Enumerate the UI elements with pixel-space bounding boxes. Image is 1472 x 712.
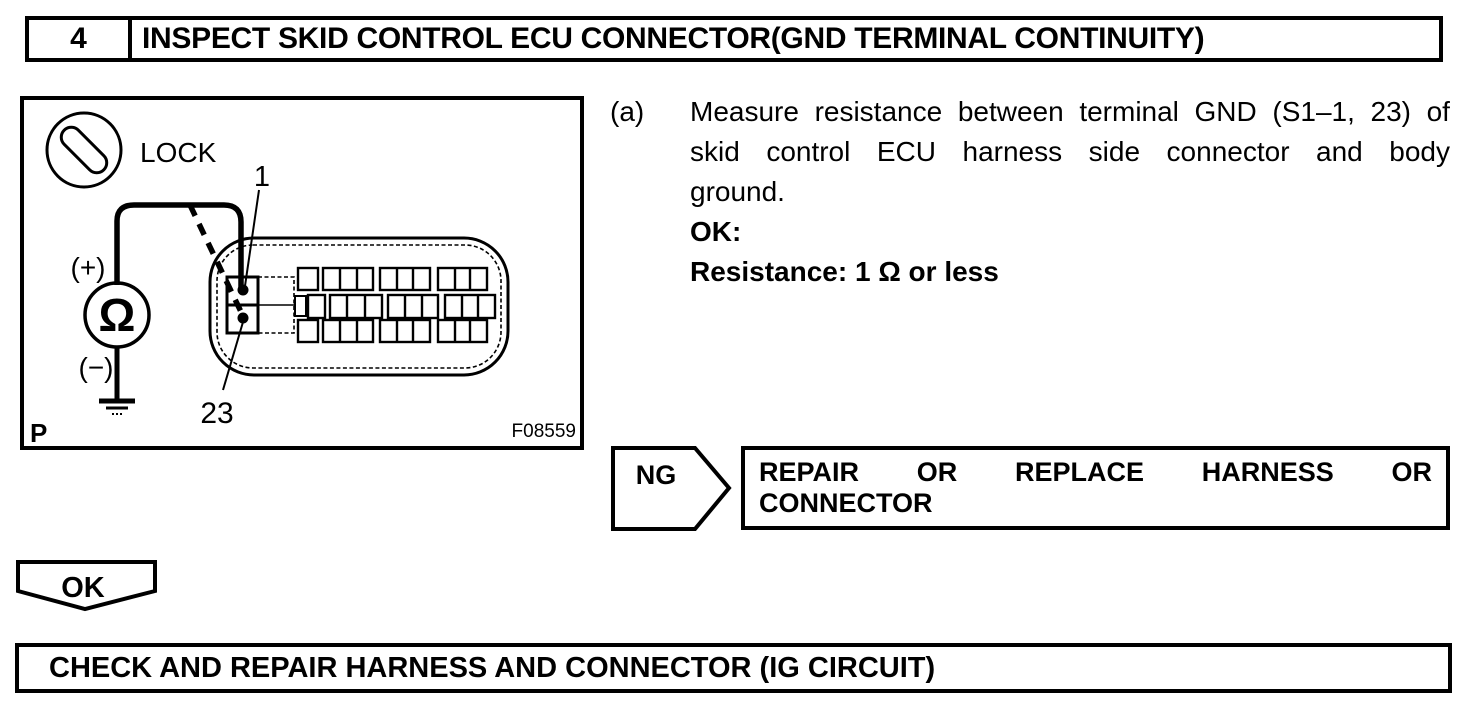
terminal-23-label: 23: [200, 397, 233, 430]
lock-label: LOCK: [140, 137, 217, 168]
ng-label: NG: [636, 460, 677, 490]
instruction-marker: (a): [610, 96, 645, 127]
probe-wire: [114, 202, 244, 289]
ok-arrow: OK: [16, 560, 157, 612]
ng-action-line-2: CONNECTOR: [759, 488, 933, 518]
terminal-grid: [294, 266, 497, 344]
ng-arrow: NG: [611, 446, 732, 531]
figure-diagram: LOCK (+) Ω (−): [20, 96, 584, 450]
step-title: INSPECT SKID CONTROL ECU CONNECTOR(GND T…: [142, 22, 1205, 55]
figure-code: F08559: [512, 421, 576, 442]
figure-corner-marker: P: [30, 418, 47, 446]
step-number: 4: [29, 20, 132, 58]
terminal-1-label: 1: [254, 161, 270, 193]
gnd-terminal-cells: [225, 275, 295, 335]
ohm-symbol: Ω: [99, 289, 136, 341]
step-header: 4 INSPECT SKID CONTROL ECU CONNECTOR(GND…: [25, 16, 1443, 62]
ohmmeter-icon: Ω: [83, 281, 151, 349]
instruction-line-3: ground.: [690, 176, 785, 207]
ground-icon: [99, 398, 135, 415]
resistance-spec: Resistance: 1 Ω or less: [690, 256, 999, 287]
terminal-1-leader: [244, 189, 260, 287]
ok-spec-heading: OK:: [690, 216, 742, 247]
terminal-23-dot: [237, 312, 249, 324]
next-step-title: CHECK AND REPAIR HARNESS AND CONNECTOR (…: [49, 651, 936, 684]
connector-outline: [208, 236, 510, 377]
next-step-box: CHECK AND REPAIR HARNESS AND CONNECTOR (…: [15, 643, 1452, 693]
ok-label: OK: [61, 572, 105, 604]
connector-diagram-svg: LOCK (+) Ω (−): [30, 111, 576, 446]
probe-plus-label: (+): [71, 252, 106, 283]
probe-minus-label: (−): [79, 352, 114, 383]
terminal-23-leader: [222, 321, 244, 391]
lock-icon: [45, 111, 123, 189]
terminal-1-dot: [237, 284, 249, 296]
